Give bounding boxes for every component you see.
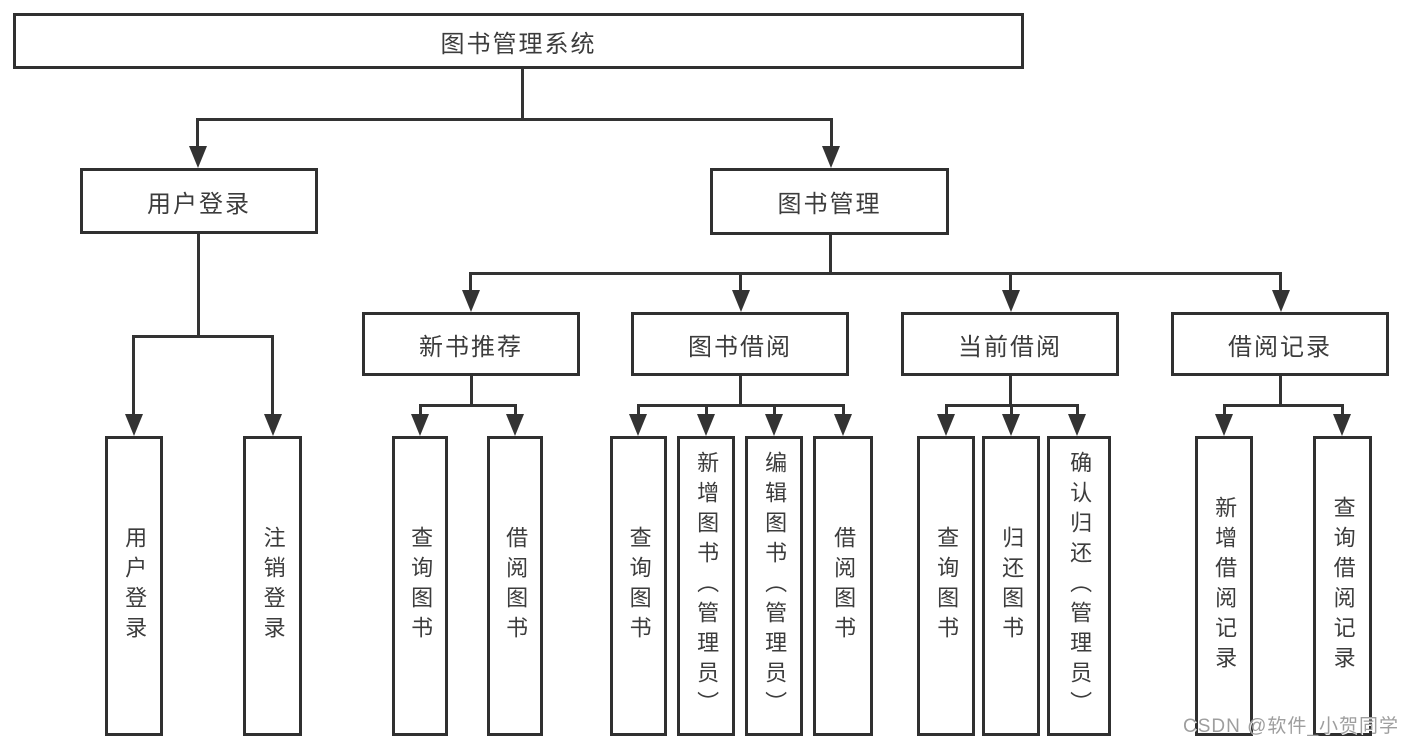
leaf-label: 新增借阅记录 [1212,496,1238,676]
leaf-label: 归还图书 [999,526,1025,646]
leaf-query-books-borrowing: 查询图书 [610,436,667,736]
connector-line [514,404,517,417]
connector-line [419,404,517,407]
leaf-label: 用户登录 [122,526,148,646]
node-label: 当前借阅 [958,333,1062,361]
arrow-down-icon [1333,414,1351,436]
arrow-down-icon [125,414,143,436]
leaf-label: 查询图书 [934,526,960,646]
arrow-down-icon [937,414,955,436]
connector-line [1010,404,1013,417]
arrow-down-icon [1068,414,1086,436]
connector-line [739,272,742,292]
connector-line [196,118,833,121]
leaf-label: 查询图书 [626,526,652,646]
connector-line [739,376,742,406]
arrow-down-icon [264,414,282,436]
connector-line [1223,404,1226,417]
connector-line [470,376,473,406]
arrow-down-icon [506,414,524,436]
arrow-down-icon [765,414,783,436]
leaf-label: 借阅图书 [503,526,529,646]
connector-line [197,234,200,337]
connector-line [1076,404,1079,417]
connector-line [1009,376,1012,406]
connector-line [1341,404,1344,417]
leaf-label: 查询借阅记录 [1330,496,1356,676]
leaf-add-borrow-record: 新增借阅记录 [1195,436,1253,736]
leaf-borrow-books-recommend: 借阅图书 [487,436,543,736]
leaf-add-books-admin: 新增图书（管理员） [677,436,735,736]
leaf-query-books-current: 查询图书 [917,436,975,736]
node-label: 用户登录 [147,190,251,218]
leaf-query-books-recommend: 查询图书 [392,436,448,736]
arrow-down-icon [411,414,429,436]
arrow-down-icon [1272,290,1290,312]
watermark: CSDN @软件_小贺同学 [1183,716,1399,737]
arrow-down-icon [697,414,715,436]
node-borrowing-records: 借阅记录 [1171,312,1389,376]
connector-line [945,404,948,417]
node-current-borrowing: 当前借阅 [901,312,1119,376]
node-user-login: 用户登录 [80,168,318,234]
node-label: 新书推荐 [419,333,523,361]
leaf-label: 确认归还（管理员） [1067,451,1093,721]
leaf-label: 查询图书 [408,526,434,646]
connector-line [637,404,845,407]
connector-line [132,335,135,416]
connector-line [132,335,274,338]
arrow-down-icon [462,290,480,312]
node-book-management: 图书管理 [710,168,949,235]
arrow-down-icon [1002,414,1020,436]
leaf-label: 新增图书（管理员） [694,451,720,721]
arrow-down-icon [732,290,750,312]
arrow-down-icon [629,414,647,436]
node-label: 图书借阅 [688,333,792,361]
connector-line [1009,272,1012,292]
connector-line [842,404,845,417]
connector-line [1223,404,1344,407]
node-label: 借阅记录 [1228,333,1332,361]
arrow-down-icon [189,146,207,168]
connector-line [196,118,199,150]
connector-line [469,272,472,292]
leaf-label: 借阅图书 [831,526,857,646]
connector-line [829,235,832,274]
connector-line [521,69,524,119]
leaf-label: 注销登录 [260,526,286,646]
node-library-system: 图书管理系统 [13,13,1024,69]
connector-line [1279,376,1282,406]
leaf-borrow-books-borrowing: 借阅图书 [813,436,873,736]
connector-line [637,404,640,417]
leaf-edit-books-admin: 编辑图书（管理员） [745,436,803,736]
leaf-logout-login: 注销登录 [243,436,302,736]
arrow-down-icon [1002,290,1020,312]
leaf-label: 编辑图书（管理员） [762,451,788,721]
node-label: 图书管理 [777,191,882,218]
node-label: 图书管理系统 [440,30,597,58]
connector-line [419,404,422,417]
connector-line [469,272,1282,275]
node-new-book-recommendation: 新书推荐 [362,312,580,376]
connector-line [830,118,833,150]
connector-line [1279,272,1282,292]
connector-line [705,404,708,417]
node-book-borrowing: 图书借阅 [631,312,849,376]
arrow-down-icon [1215,414,1233,436]
connector-line [773,404,776,417]
leaf-user-login: 用户登录 [105,436,163,736]
connector-line [271,335,274,416]
arrow-down-icon [834,414,852,436]
leaf-query-borrow-record: 查询借阅记录 [1313,436,1372,736]
leaf-confirm-return-admin: 确认归还（管理员） [1047,436,1111,736]
arrow-down-icon [822,146,840,168]
leaf-return-books: 归还图书 [982,436,1040,736]
